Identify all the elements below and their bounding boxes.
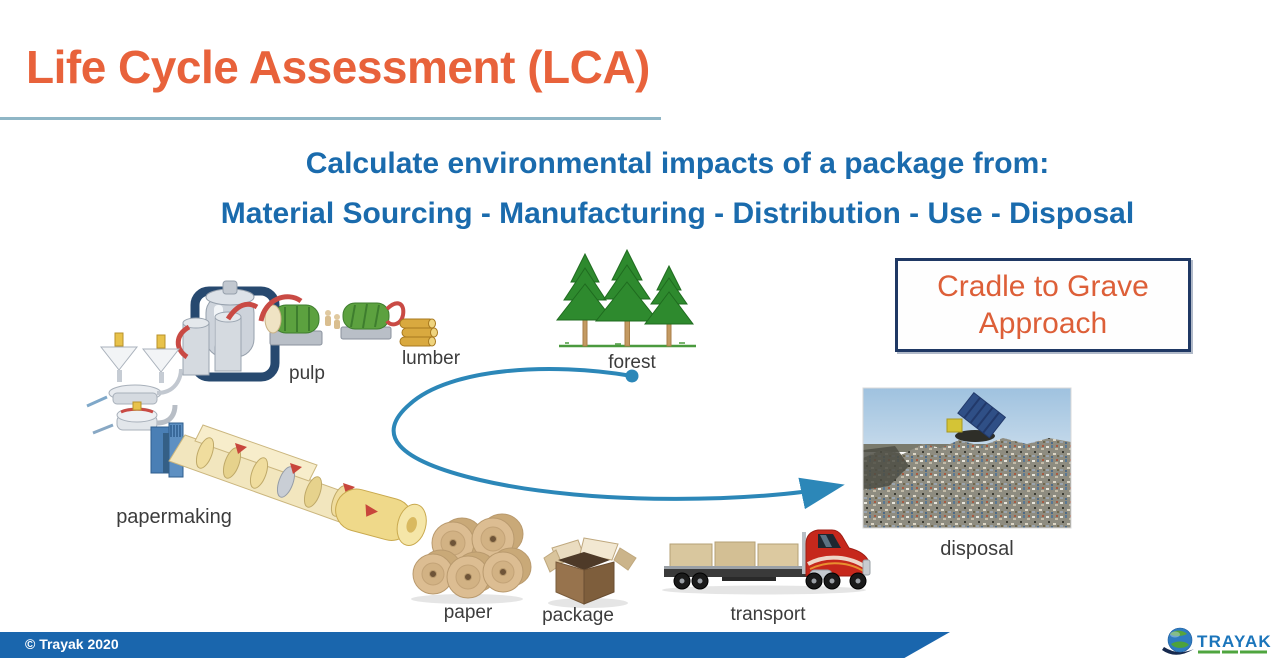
label-disposal: disposal bbox=[940, 538, 1014, 560]
label-pulp: pulp bbox=[289, 363, 325, 384]
label-package: package bbox=[542, 605, 614, 626]
label-paper: paper bbox=[443, 602, 493, 623]
cycle-arrow bbox=[391, 367, 845, 510]
paper-rolls-illustration bbox=[411, 513, 532, 604]
label-forest: forest bbox=[608, 352, 656, 373]
label-lumber: lumber bbox=[401, 348, 461, 369]
footer-bar bbox=[0, 632, 950, 658]
globe-icon bbox=[1167, 627, 1193, 653]
subtitle-line-2: Material Sourcing - Manufacturing - Dist… bbox=[220, 197, 1135, 230]
brand-name: TRAYAK bbox=[1197, 632, 1272, 651]
callout-line-2: Approach bbox=[978, 307, 1108, 340]
label-transport: transport bbox=[730, 604, 806, 625]
subtitle: Calculate environmental impacts of a pac… bbox=[75, 146, 1280, 232]
copyright-text: © Trayak 2020 bbox=[25, 636, 119, 652]
forest-illustration bbox=[555, 248, 696, 348]
pulp-and-papermaking-illustration bbox=[86, 280, 438, 546]
brand-tagline-strip bbox=[1198, 650, 1267, 654]
logo-swoosh-icon bbox=[1162, 647, 1194, 655]
cradle-to-grave-callout: Cradle to Grave Approach bbox=[895, 258, 1191, 352]
subtitle-line-1: Calculate environmental impacts of a pac… bbox=[305, 147, 1050, 180]
title-underline bbox=[0, 117, 661, 120]
disposal-landfill-photo bbox=[862, 387, 1072, 529]
callout-line-1: Cradle to Grave bbox=[937, 270, 1149, 303]
page-title: Life Cycle Assessment (LCA) bbox=[26, 41, 650, 93]
package-box-illustration bbox=[543, 537, 637, 608]
transport-truck-illustration bbox=[662, 529, 871, 595]
label-papermaking: papermaking bbox=[116, 506, 232, 528]
trayak-logo: TRAYAK bbox=[1162, 627, 1272, 655]
